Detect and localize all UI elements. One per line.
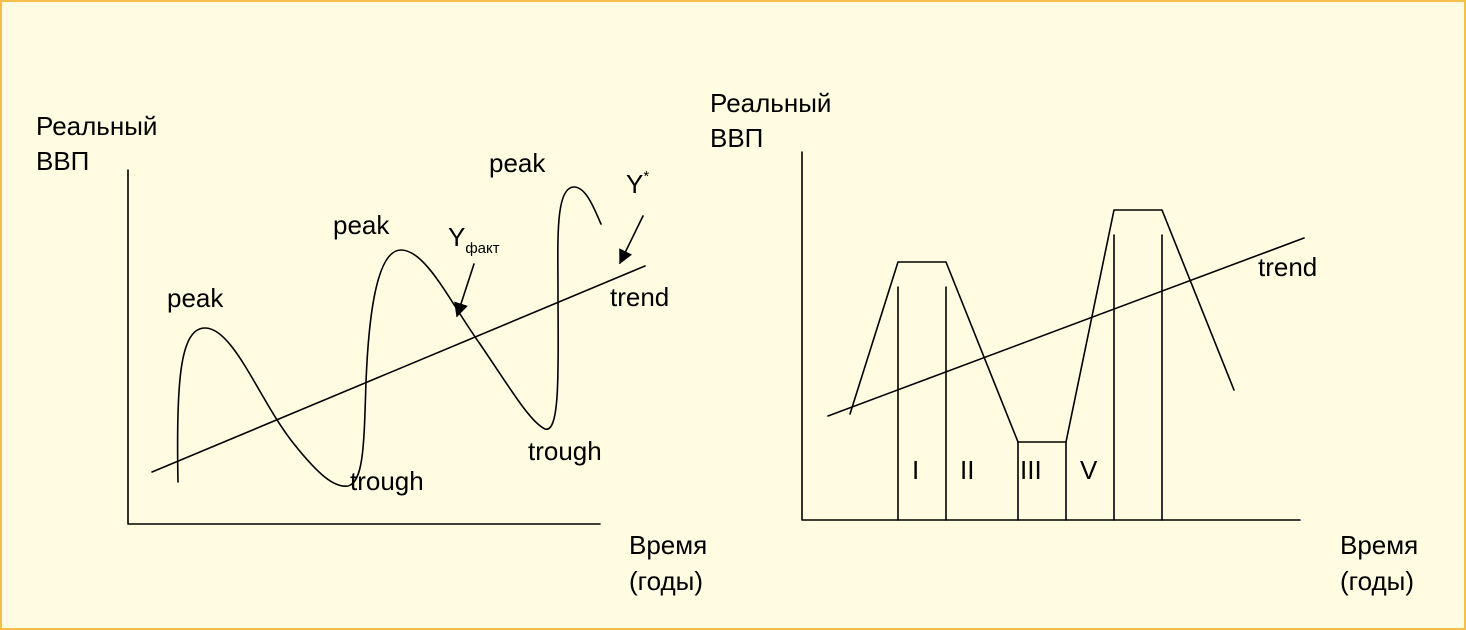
left-x-axis-label-line1: Время: [629, 530, 707, 560]
right-axes: [801, 151, 1301, 521]
left-actual-label: Yфакт: [448, 222, 500, 257]
right-y-axis-label-line1: Реальный: [710, 88, 831, 118]
left-trough-label-1: trough: [350, 466, 424, 496]
phase-label-II: II: [960, 455, 974, 485]
phase-label-I: I: [912, 455, 919, 485]
left-axes: [127, 169, 601, 525]
left-trend-line: [151, 265, 646, 473]
left-peak-label-2: peak: [333, 210, 390, 240]
left-actual-label-base: Y: [448, 222, 465, 252]
left-potential-arrow: [619, 215, 644, 265]
right-trend-line: [827, 237, 1305, 417]
left-actual-label-sub: факт: [465, 240, 499, 257]
right-y-axis-label-line2: ВВП: [710, 123, 763, 153]
left-y-axis-label-line1: Реальный: [36, 111, 157, 141]
right-x-axis-label-line2: (годы): [1340, 566, 1414, 596]
left-peak-label-1: peak: [167, 283, 224, 313]
left-potential-label: Y*: [626, 168, 649, 199]
left-trend-label: trend: [610, 282, 669, 312]
left-x-axis-label-line2: (годы): [629, 566, 703, 596]
left-actual-arrow: [454, 263, 475, 318]
right-x-axis-label-line1: Время: [1340, 530, 1418, 560]
phase-label-III: III: [1020, 455, 1042, 485]
left-potential-label-base: Y: [626, 169, 643, 199]
left-actual-gdp-curve: [176, 186, 602, 487]
left-trough-label-2: trough: [528, 436, 602, 466]
left-chart: Реальный ВВП Время (годы) peak peak peak…: [36, 111, 707, 596]
right-chart: Реальный ВВП Время (годы) trend I II III…: [710, 88, 1418, 596]
right-cycle-trapezoid: [849, 209, 1235, 443]
left-peak-label-3: peak: [489, 148, 546, 178]
phase-label-V: V: [1080, 455, 1098, 485]
left-potential-label-sup: *: [643, 168, 649, 185]
left-y-axis-label-line2: ВВП: [36, 146, 89, 176]
right-trend-label: trend: [1258, 252, 1317, 282]
